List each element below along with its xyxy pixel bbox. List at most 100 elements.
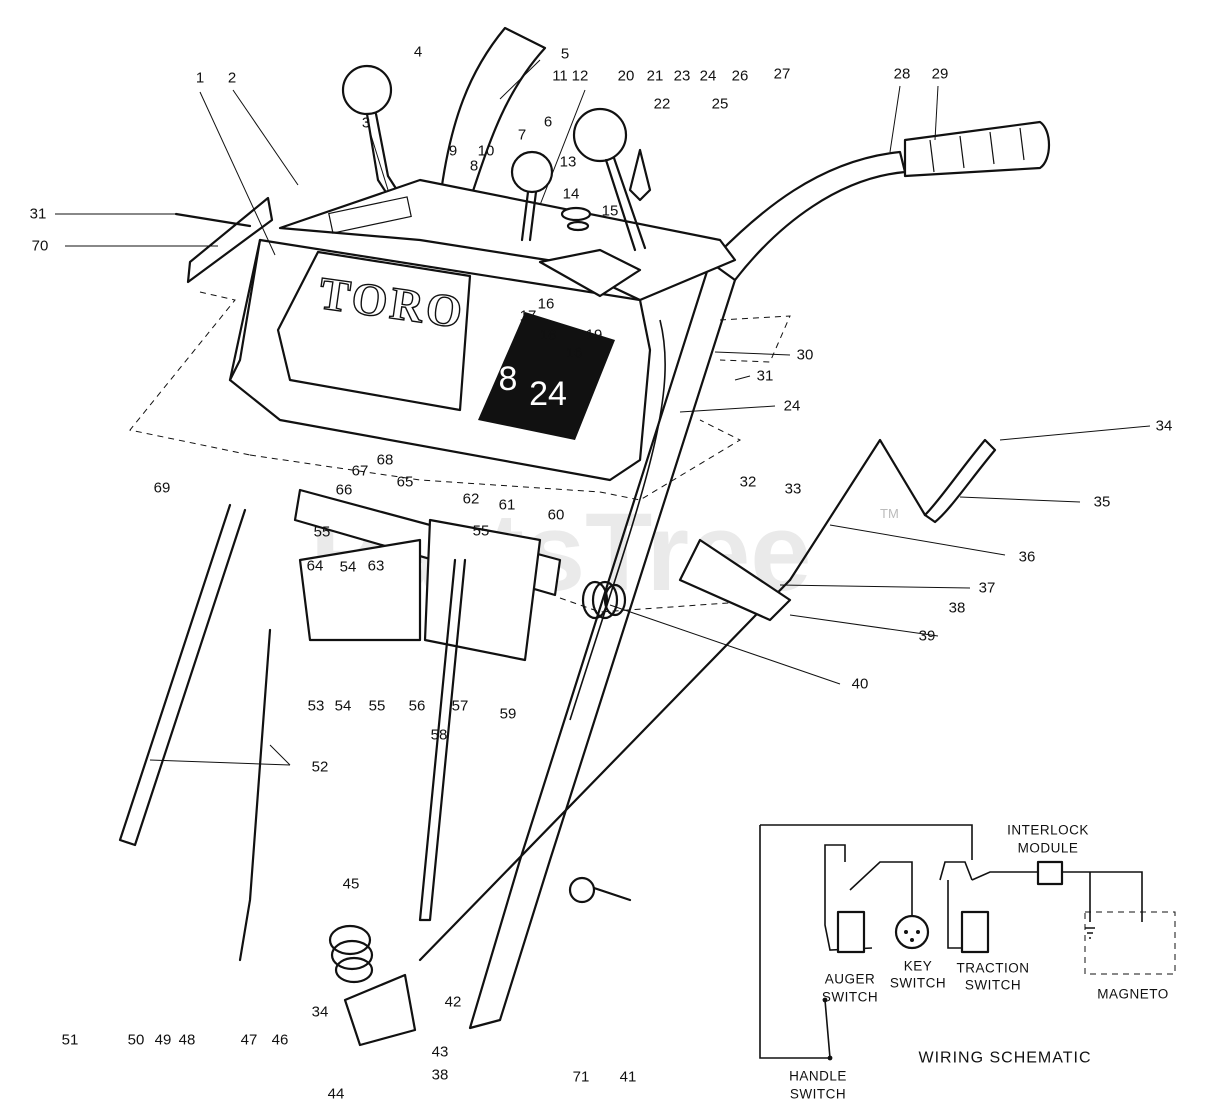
model-decal-top: 8 [499, 360, 518, 398]
lower-assembly-part [118, 319, 997, 1047]
callout-42: 42 [445, 994, 462, 1011]
callout-34: 34 [312, 1004, 329, 1021]
callout-13: 13 [560, 154, 577, 171]
callout-48: 48 [179, 1032, 196, 1049]
bracket-plate-part [186, 196, 274, 284]
callout-7: 7 [518, 127, 526, 144]
model-decal-bottom: 24 [529, 375, 567, 413]
callout-31: 31 [757, 368, 774, 385]
traction-label-1: TRACTION [957, 961, 1030, 976]
model-decal: 8 24 [478, 312, 615, 440]
callout-31: 31 [30, 206, 47, 223]
callout-35: 35 [1094, 494, 1111, 511]
callout-71: 71 [573, 1069, 590, 1086]
callout-47: 47 [241, 1032, 258, 1049]
callout-59: 59 [500, 706, 517, 723]
callout-8: 8 [470, 158, 478, 175]
trademark-mark: TM [880, 506, 899, 521]
callout-16: 16 [538, 296, 555, 313]
callout-46: 46 [272, 1032, 289, 1049]
handle-part [468, 120, 1051, 1030]
callout-23: 23 [674, 68, 691, 85]
callout-9: 9 [449, 143, 457, 160]
control-levers [510, 107, 652, 298]
callout-27: 27 [774, 66, 791, 83]
callout-21: 21 [647, 68, 664, 85]
callout-43: 43 [432, 1044, 449, 1061]
handle-switch-label-1: HANDLE [789, 1069, 847, 1084]
callout-20: 20 [618, 68, 635, 85]
callout-60: 60 [548, 507, 565, 524]
callout-68: 68 [377, 452, 394, 469]
callout-45: 45 [343, 876, 360, 893]
callout-53: 53 [308, 698, 325, 715]
callout-36: 36 [1019, 549, 1036, 566]
callout-66: 66 [336, 482, 353, 499]
callout-24: 24 [700, 68, 717, 85]
wiring-schematic: INTERLOCK MODULE AUGER SWITCH KEY SWITCH… [759, 823, 1176, 1102]
assembly-guide-lines [129, 291, 791, 613]
callout-51: 51 [62, 1032, 79, 1049]
callout-4: 4 [414, 44, 422, 61]
callout-54: 54 [335, 698, 352, 715]
callout-56: 56 [409, 698, 426, 715]
callout-49: 49 [155, 1032, 172, 1049]
callout-3: 3 [362, 115, 370, 132]
callout-41: 41 [620, 1069, 637, 1086]
callout-11: 11 [552, 68, 568, 85]
interlock-label-2: MODULE [1018, 841, 1079, 856]
callout-50: 50 [128, 1032, 145, 1049]
schematic-title: WIRING SCHEMATIC [918, 1050, 1091, 1067]
callout-16: 16 [566, 345, 583, 362]
callout-58: 58 [431, 727, 448, 744]
callout-15: 15 [602, 203, 619, 220]
callout-17: 17 [520, 308, 537, 325]
callout-38: 38 [432, 1067, 449, 1084]
callout-12: 12 [572, 68, 589, 85]
callout-24: 24 [784, 398, 801, 415]
leader-lines [55, 59, 1151, 766]
callout-70: 70 [32, 238, 49, 255]
traction-label-2: SWITCH [965, 978, 1021, 993]
upper-handle-part [341, 26, 547, 234]
callout-22: 22 [654, 96, 671, 113]
callout-38: 38 [949, 600, 966, 617]
callout-40: 40 [852, 676, 869, 693]
callout-55: 55 [369, 698, 386, 715]
callout-33: 33 [785, 481, 802, 498]
callout-69: 69 [154, 480, 171, 497]
callout-55: 55 [473, 523, 490, 540]
callout-44: 44 [328, 1086, 345, 1102]
magneto-label: MAGNETO [1097, 987, 1169, 1002]
callout-19: 19 [586, 327, 603, 344]
key-label-1: KEY [904, 959, 933, 974]
callout-64: 64 [307, 558, 324, 575]
callout-67: 67 [352, 463, 369, 480]
callout-30: 30 [797, 347, 814, 364]
callout-1: 1 [196, 70, 204, 87]
callout-52: 52 [312, 759, 329, 776]
callout-57: 57 [452, 698, 469, 715]
callout-61: 61 [499, 497, 516, 514]
auger-label-2: SWITCH [822, 990, 878, 1005]
callout-28: 28 [894, 66, 911, 83]
screw-part [174, 212, 252, 228]
callout-5: 5 [561, 46, 569, 63]
key-label-2: SWITCH [890, 976, 946, 991]
callout-37: 37 [979, 580, 996, 597]
callout-39: 39 [919, 628, 936, 645]
callout-26: 26 [732, 68, 749, 85]
callout-34: 34 [1156, 418, 1173, 435]
control-panel-part [228, 178, 737, 482]
callout-14: 14 [563, 186, 580, 203]
callout-10: 10 [478, 143, 495, 160]
callout-2: 2 [228, 70, 236, 87]
callout-54: 54 [340, 559, 357, 576]
callout-6: 6 [544, 114, 552, 131]
callout-63: 63 [368, 558, 385, 575]
callout-65: 65 [397, 474, 414, 491]
callout-32: 32 [740, 474, 757, 491]
